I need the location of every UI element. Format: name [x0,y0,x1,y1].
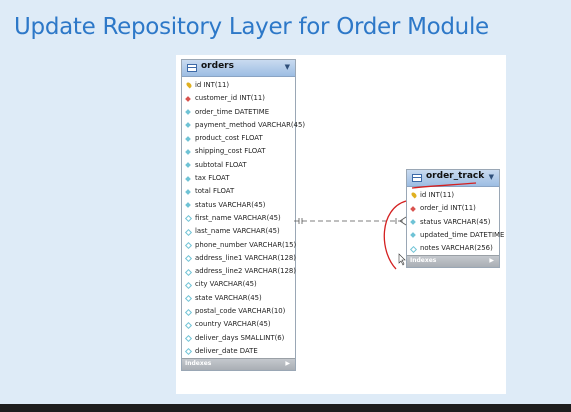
column-row[interactable]: order_time DATETIME [182,106,295,119]
column-label: product_cost FLOAT [195,134,263,143]
column-row[interactable]: subtotal FLOAT [182,159,295,172]
slide-title: Update Repository Layer for Order Module [14,14,489,40]
column-row[interactable]: id INT(11) [182,79,295,92]
column-label: status VARCHAR(45) [195,200,266,209]
triangle-right-icon[interactable]: ▶ [489,257,494,265]
column-label: tax FLOAT [195,174,230,183]
column-label: state VARCHAR(45) [195,293,262,302]
column-label: status VARCHAR(45) [420,217,491,226]
column-label: deliver_days SMALLINT(6) [195,333,285,342]
column-row[interactable]: id INT(11) [407,189,499,202]
table-name: order_track [426,171,485,181]
column-row[interactable]: city VARCHAR(45) [182,278,295,291]
column-row[interactable]: notes VARCHAR(256) [407,242,499,255]
column-row[interactable]: status VARCHAR(45) [182,199,295,212]
column-label: shipping_cost FLOAT [195,147,266,156]
annotation-bracket [383,200,407,270]
triangle-right-icon[interactable]: ▶ [285,360,290,368]
column-label: order_id INT(11) [420,204,476,213]
column-label: postal_code VARCHAR(10) [195,307,286,316]
column-label: id INT(11) [420,191,455,199]
column-label: phone_number VARCHAR(15) [195,240,297,249]
column-row[interactable]: customer_id INT(11) [182,92,295,105]
column-label: city VARCHAR(45) [195,280,257,289]
table-name: orders [201,61,234,71]
column-row[interactable]: total FLOAT [182,185,295,198]
column-row[interactable]: deliver_date DATE [182,345,295,358]
column-row[interactable]: last_name VARCHAR(45) [182,225,295,238]
relationship-layer [294,182,477,270]
column-row[interactable]: updated_time DATETIME [407,229,504,242]
column-label: updated_time DATETIME [420,230,505,239]
er-diagram-canvas: orders ▼ id INT(11) customer_id INT(11) or… [176,55,506,394]
table-icon [187,64,197,72]
column-row[interactable]: order_id INT(11) [407,202,499,215]
column-list: id INT(11) customer_id INT(11) order_time … [182,77,305,358]
annotation-underline [411,182,477,189]
column-label: payment_method VARCHAR(45) [195,120,306,129]
column-label: subtotal FLOAT [195,160,247,169]
column-row[interactable]: state VARCHAR(45) [182,292,295,305]
column-label: deliver_date DATE [195,346,258,355]
column-row[interactable]: payment_method VARCHAR(45) [182,119,305,132]
indexes-footer[interactable]: Indexes ▶ [182,358,295,371]
indexes-footer[interactable]: Indexes ▶ [407,255,499,268]
table-header-order-track[interactable]: order_track ▼ [407,170,499,187]
column-label: order_time DATETIME [195,107,270,116]
column-row[interactable]: phone_number VARCHAR(15) [182,239,297,252]
table-orders[interactable]: orders ▼ id INT(11) customer_id INT(11) or… [181,59,305,372]
column-row[interactable]: tax FLOAT [182,172,295,185]
column-label: last_name VARCHAR(45) [195,227,280,236]
column-row[interactable]: status VARCHAR(45) [407,216,499,229]
column-label: address_line2 VARCHAR(128) [195,267,296,276]
column-label: total FLOAT [195,187,235,196]
chevron-down-icon[interactable]: ▼ [488,173,494,181]
indexes-label: Indexes [410,257,437,265]
indexes-label: Indexes [185,360,212,368]
column-label: address_line1 VARCHAR(128) [195,253,296,262]
column-label: first_name VARCHAR(45) [195,213,281,222]
table-header-orders[interactable]: orders ▼ [182,60,295,77]
relationship-line[interactable] [294,216,407,226]
column-row[interactable]: shipping_cost FLOAT [182,145,295,158]
table-order-track[interactable]: order_track ▼ id INT(11) order_id INT(11)… [406,169,504,269]
column-row[interactable]: deliver_days SMALLINT(6) [182,332,295,345]
column-label: notes VARCHAR(256) [420,244,493,253]
column-list: id INT(11) order_id INT(11) status VARCHAR… [407,187,504,255]
column-label: id INT(11) [195,81,230,89]
column-row[interactable]: first_name VARCHAR(45) [182,212,295,225]
column-row[interactable]: product_cost FLOAT [182,132,295,145]
column-label: country VARCHAR(45) [195,320,271,329]
cursor-icon [398,253,406,266]
table-icon [412,174,422,182]
column-row[interactable]: country VARCHAR(45) [182,318,295,331]
chevron-down-icon[interactable]: ▼ [284,63,290,71]
column-row[interactable]: address_line1 VARCHAR(128) [182,252,296,265]
column-row[interactable]: postal_code VARCHAR(10) [182,305,295,318]
column-label: customer_id INT(11) [195,94,265,103]
column-row[interactable]: address_line2 VARCHAR(128) [182,265,296,278]
